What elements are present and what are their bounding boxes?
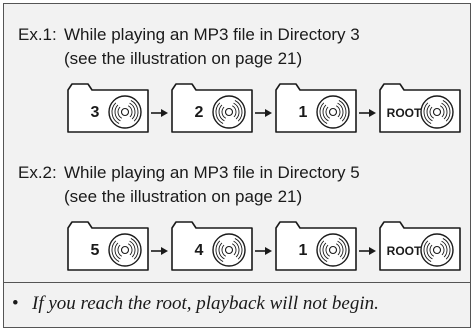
right-arrow-icon — [255, 109, 272, 117]
bullet-icon: • — [12, 293, 19, 314]
folder-label: ROOT — [387, 244, 422, 258]
cd-disc-icon — [212, 95, 246, 129]
example-1-subtitle: (see the illustration on page 21) — [64, 49, 303, 68]
right-arrow-icon — [359, 247, 376, 255]
cd-disc-icon — [108, 95, 142, 129]
cd-disc-icon — [108, 233, 142, 267]
example-2-text: While playing an MP3 file in Directory 5 — [64, 163, 360, 182]
folder-icon: 2 — [171, 83, 253, 133]
section-divider — [3, 282, 471, 283]
right-arrow-icon — [151, 247, 168, 255]
folder-label: ROOT — [387, 106, 422, 120]
cd-disc-icon — [316, 233, 350, 267]
cd-disc-icon — [212, 233, 246, 267]
folder-label: 5 — [91, 242, 100, 259]
playback-note: • If you reach the root, playback will no… — [12, 292, 462, 316]
folder-label: 4 — [195, 242, 204, 259]
cd-disc-icon — [316, 95, 350, 129]
folder-icon: ROOT — [379, 221, 461, 271]
note-text: If you reach the root, playback will not… — [32, 293, 379, 314]
folder-icon: 1 — [275, 83, 357, 133]
example-1-title: Ex.1: While playing an MP3 file in Direct… — [18, 24, 360, 46]
folder-label: 2 — [195, 104, 204, 121]
example-panel — [3, 3, 471, 328]
folder-label: 3 — [91, 104, 100, 121]
example-1-label: Ex.1: — [18, 25, 57, 44]
right-arrow-icon — [255, 247, 272, 255]
folder-icon: 1 — [275, 221, 357, 271]
right-arrow-icon — [151, 109, 168, 117]
example-2-label: Ex.2: — [18, 163, 57, 182]
folder-icon: 4 — [171, 221, 253, 271]
folder-icon: ROOT — [379, 83, 461, 133]
cd-disc-icon — [420, 233, 454, 267]
cd-disc-icon — [420, 95, 454, 129]
example-2-title: Ex.2: While playing an MP3 file in Direct… — [18, 162, 360, 184]
right-arrow-icon — [359, 109, 376, 117]
folder-icon: 3 — [67, 83, 149, 133]
folder-label: 1 — [299, 242, 308, 259]
folder-icon: 5 — [67, 221, 149, 271]
example-1-text: While playing an MP3 file in Directory 3 — [64, 25, 360, 44]
folder-label: 1 — [299, 104, 308, 121]
example-2-subtitle: (see the illustration on page 21) — [64, 187, 303, 206]
